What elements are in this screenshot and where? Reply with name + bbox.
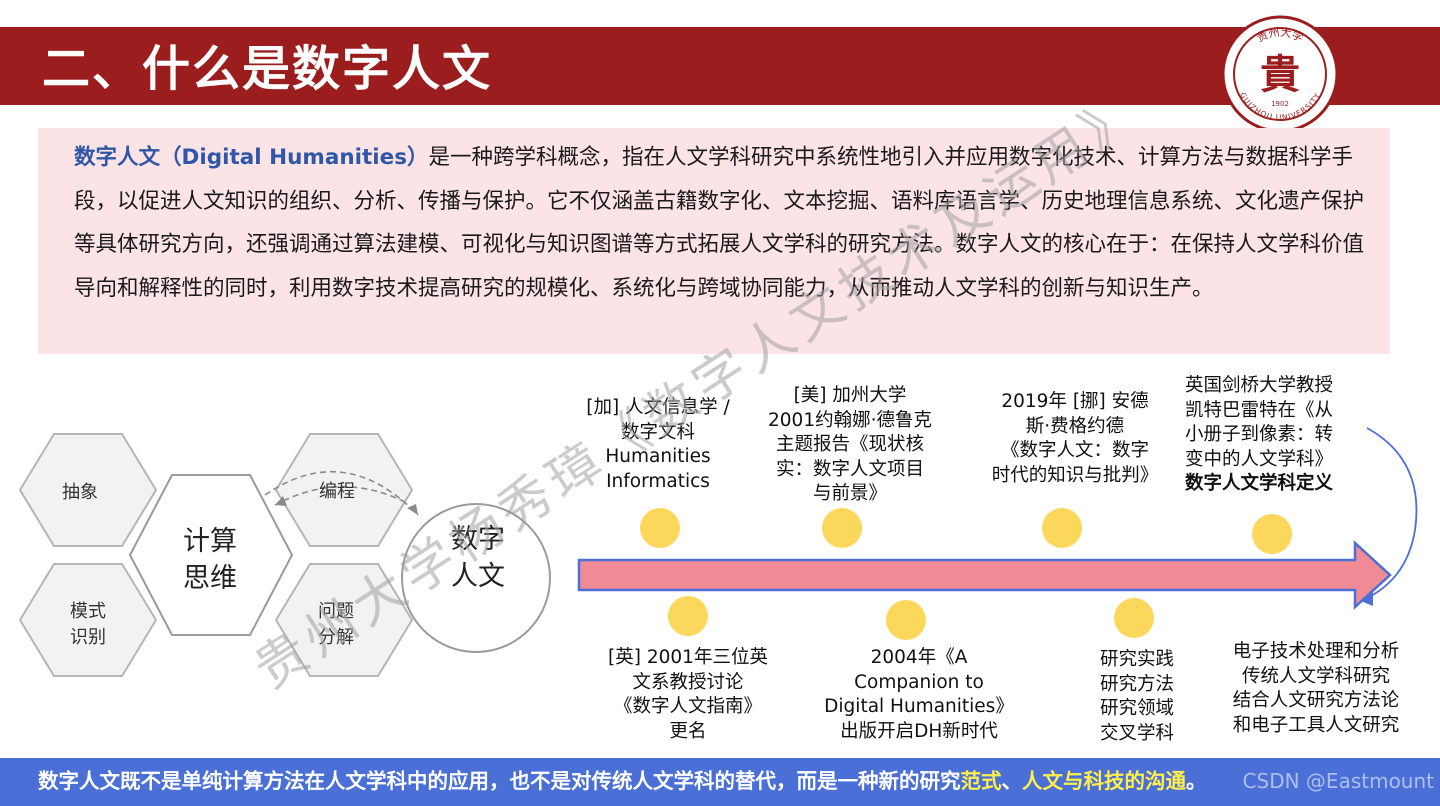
circle-label: 数字	[451, 524, 505, 555]
university-logo: 贵州大学 GUIZHOU UNIVERSITY 貴 1902	[1221, 15, 1339, 133]
hex-programming	[274, 433, 414, 547]
hex-abstraction	[18, 433, 158, 547]
timeline-dot-top-4	[1252, 514, 1292, 554]
definition-text: 是一种跨学科概念，指在人文学科研究中系统性地引入并应用数字化技术、计算方法与数据…	[74, 145, 1365, 301]
computational-thinking-diagram: 抽象 模式 识别 编程 问题 分解 计算 思维 数字 人文	[18, 433, 551, 677]
hex-decomposition	[274, 563, 414, 677]
definition-paragraph: 数字人文（Digital Humanities）是一种跨学科概念，指在人文学科研…	[74, 136, 1374, 310]
hex-label-decomposition: 问题	[318, 601, 354, 622]
circle-dh	[401, 503, 551, 653]
svg-text:人文: 人文	[451, 561, 505, 592]
curved-connector	[1361, 427, 1418, 606]
hex-label-programming: 编程	[319, 481, 355, 502]
title-bar	[0, 27, 1440, 105]
timeline-label-bottom-4: 电子技术处理和分析传统人文学科研究结合人文研究方法论和电子工具人文研究	[1232, 641, 1400, 736]
center-label: 计算	[183, 526, 237, 557]
hex-label-abstraction: 抽象	[62, 482, 98, 503]
svg-text:分解: 分解	[318, 627, 354, 648]
svg-text:1902: 1902	[1271, 100, 1289, 108]
bottom-summary-text: 数字人文既不是单纯计算方法在人文学科中的应用，也不是对传统人文学科的替代，而是一…	[38, 769, 1207, 793]
definition-box: 数字人文（Digital Humanities）是一种跨学科概念，指在人文学科研…	[38, 128, 1390, 354]
hex-pattern	[18, 563, 158, 677]
timeline-dot-bottom-3	[1114, 598, 1154, 638]
timeline-dot-top-3	[1042, 508, 1082, 548]
timeline-dot-bottom-1	[668, 596, 708, 636]
timeline-label-bottom-1: [英] 2001年三位英文系教授讨论《数字人文指南》更名	[608, 647, 768, 742]
slide-title: 二、什么是数字人文	[42, 41, 493, 97]
hex-center	[128, 474, 294, 636]
svg-text:思维: 思维	[183, 563, 237, 594]
csdn-watermark: CSDN @Eastmount	[1242, 769, 1434, 793]
hex-label-pattern: 模式	[70, 601, 106, 622]
timeline-arrow	[577, 540, 1392, 610]
timeline-label-top-3: 2019年 [挪] 安德斯·费格约德《数字人文：数字时代的知识与批判》	[991, 391, 1159, 486]
bottom-summary-bar: 数字人文既不是单纯计算方法在人文学科中的应用，也不是对传统人文学科的替代，而是一…	[0, 758, 1440, 806]
svg-text:识别: 识别	[70, 627, 106, 648]
timeline-dot-bottom-2	[886, 600, 926, 640]
svg-text:貴: 貴	[1260, 51, 1300, 98]
timeline-dot-top-1	[640, 508, 680, 548]
definition-term: 数字人文（Digital Humanities）	[74, 145, 429, 170]
timeline-label-top-4: 英国剑桥大学教授凯特巴雷特在《从小册子到像素：转变中的人文学科》数字人文学科定义	[1185, 375, 1334, 494]
timeline-dot-top-2	[822, 508, 862, 548]
timeline-label-bottom-3: 研究实践研究方法研究领域交叉学科	[1099, 649, 1174, 744]
